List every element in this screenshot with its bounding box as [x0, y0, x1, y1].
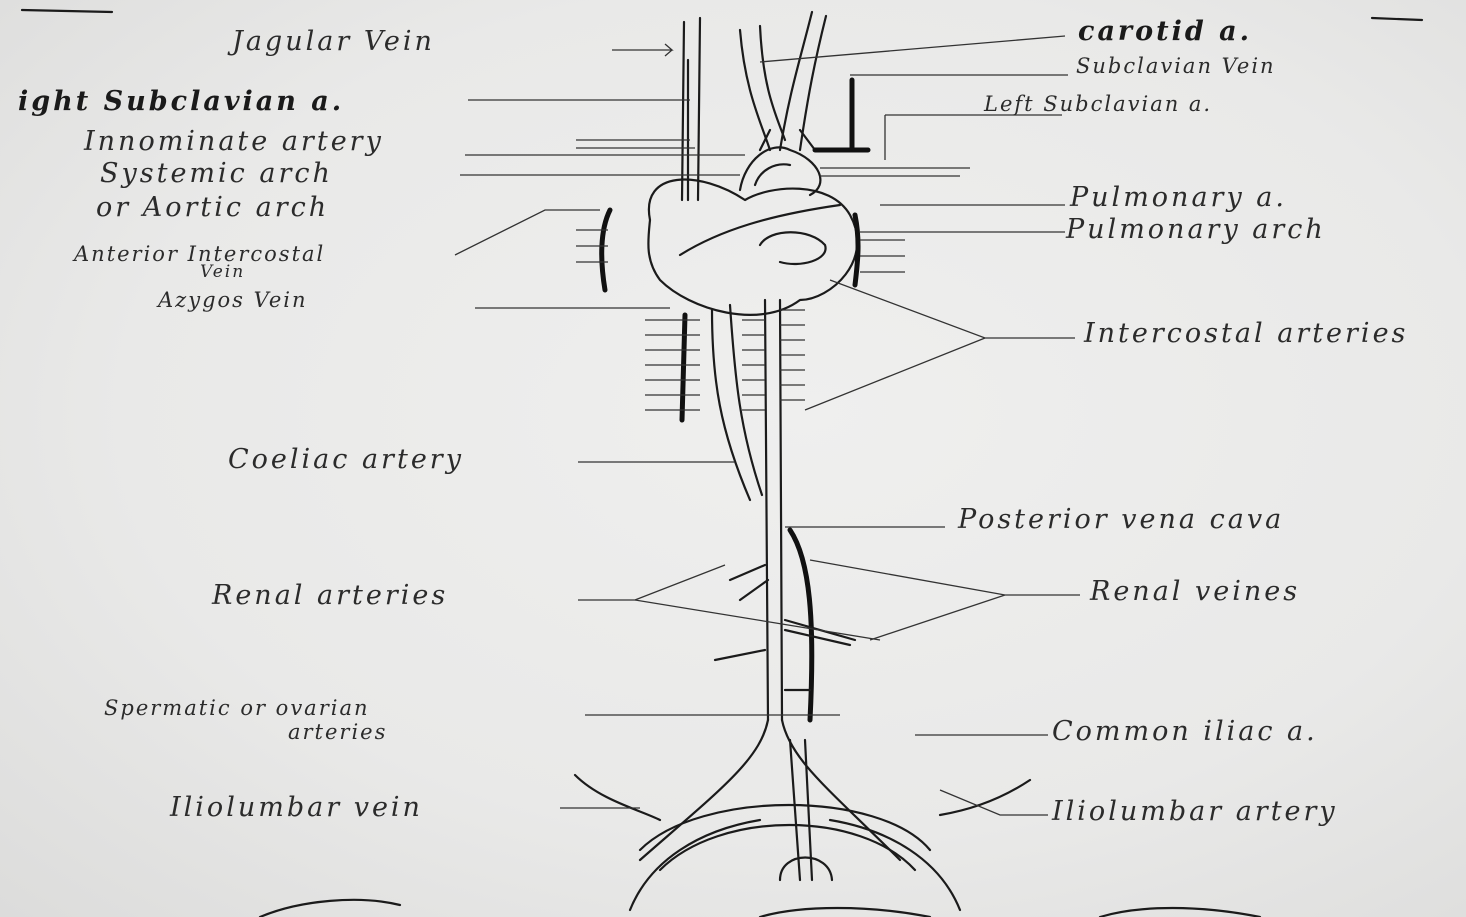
page-mark-left: [22, 10, 112, 12]
label-renal-veins: Renal veines: [1090, 578, 1300, 605]
label-renal-arteries: Renal arteries: [212, 582, 448, 609]
label-systemic-arch: Systemic arch: [100, 160, 333, 187]
label-aortic-arch: or Aortic arch: [96, 194, 329, 221]
label-right-subclavian: ight Subclavian a.: [18, 88, 344, 115]
leader-lines-right: [760, 36, 1080, 815]
azygos-vein: [682, 315, 685, 420]
label-left-subclavian: Left Subclavian a.: [984, 94, 1212, 115]
label-intercostal-arteries: Intercostal arteries: [1084, 320, 1408, 347]
leader-lines-left: [455, 44, 880, 808]
label-iliolumbar-vein: Iliolumbar vein: [170, 794, 423, 821]
label-common-iliac: Common iliac a.: [1052, 718, 1318, 745]
label-pulmonary-a: Pulmonary a.: [1070, 184, 1287, 211]
label-anterior-intercostal-vein: Vein: [200, 264, 245, 281]
label-innominate-artery: Innominate artery: [84, 128, 384, 155]
jugular-vessels: [682, 12, 826, 200]
label-iliolumbar-artery: Iliolumbar artery: [1052, 798, 1338, 825]
anterior-intercostal-vein: [602, 210, 610, 290]
page-mark-right: [1372, 18, 1422, 20]
dorsal-aorta: [712, 305, 762, 500]
posterior-vena-cava: [765, 300, 782, 720]
label-spermatic-ovarian: Spermatic or ovarian: [104, 698, 370, 719]
aortic-arch: [740, 147, 820, 195]
label-spermatic-ovarian-arteries: arteries: [288, 722, 387, 743]
label-posterior-vena-cava: Posterior vena cava: [958, 506, 1284, 533]
label-jugular-vein: Jagular Vein: [232, 28, 435, 55]
label-azygos-vein: Azygos Vein: [158, 290, 308, 311]
label-carotid: carotid a.: [1078, 18, 1252, 45]
iliac-arteries: [640, 720, 900, 860]
label-subclavian-vein: Subclavian Vein: [1076, 56, 1276, 77]
label-pulmonary-arch: Pulmonary arch: [1066, 216, 1326, 243]
label-coeliac-artery: Coeliac artery: [228, 446, 464, 473]
